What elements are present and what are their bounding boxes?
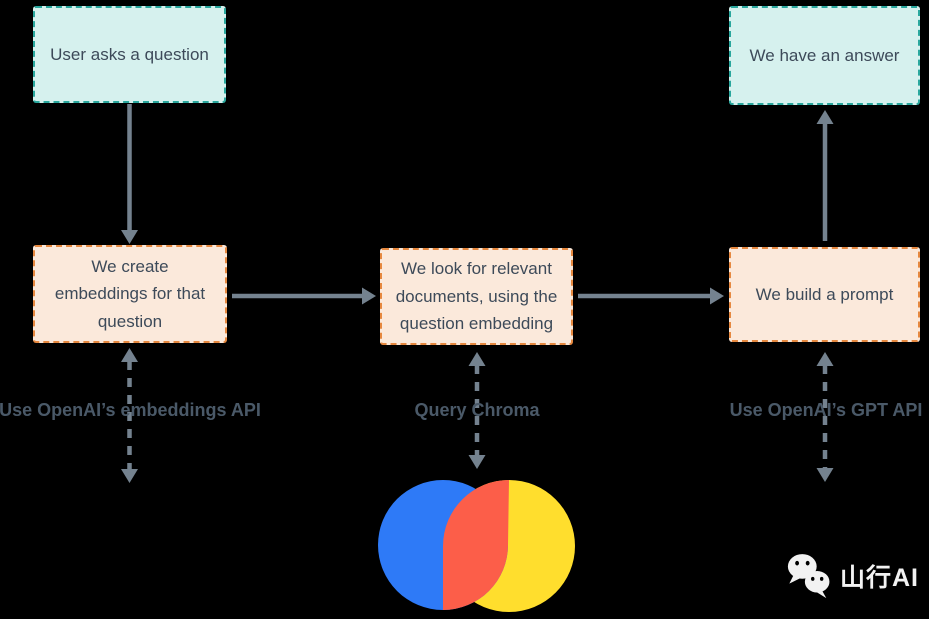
dashed-arrow-gpt-api [816, 352, 834, 482]
node-create-embeddings: We create embeddings for that question [33, 245, 227, 343]
arrow-embeddings-to-search [232, 287, 376, 305]
node-create-embeddings-label: We create embeddings for that question [54, 256, 206, 331]
arrow-prompt-to-answer [816, 110, 834, 241]
annotation-query-chroma: Query Chroma [414, 400, 540, 420]
node-build-prompt: We build a prompt [729, 247, 920, 342]
arrow-question-to-embeddings [121, 104, 138, 244]
arrow-search-to-prompt [578, 287, 724, 305]
node-user-question-label: User asks a question [50, 44, 209, 64]
dashed-arrow-query-chroma [468, 352, 486, 469]
chroma-leaf-red [443, 480, 509, 610]
watermark-text: 山行AI [840, 564, 920, 592]
node-have-answer-label: We have an answer [749, 45, 900, 65]
node-have-answer: We have an answer [729, 6, 920, 105]
node-build-prompt-label: We build a prompt [755, 284, 894, 304]
dashed-arrow-embeddings-api [121, 348, 138, 483]
watermark: 山行AI [785, 551, 919, 601]
annotation-gpt-api: Use OpenAI’s GPT API [729, 400, 923, 420]
annotation-embeddings-api: Use OpenAI’s embeddings API [0, 400, 261, 420]
node-search-documents-label: We look for relevant documents, using th… [395, 259, 558, 334]
node-user-question: User asks a question [33, 6, 226, 103]
chroma-logo [378, 480, 575, 612]
node-search-documents: We look for relevant documents, using th… [380, 248, 573, 345]
wechat-icon [787, 554, 830, 599]
